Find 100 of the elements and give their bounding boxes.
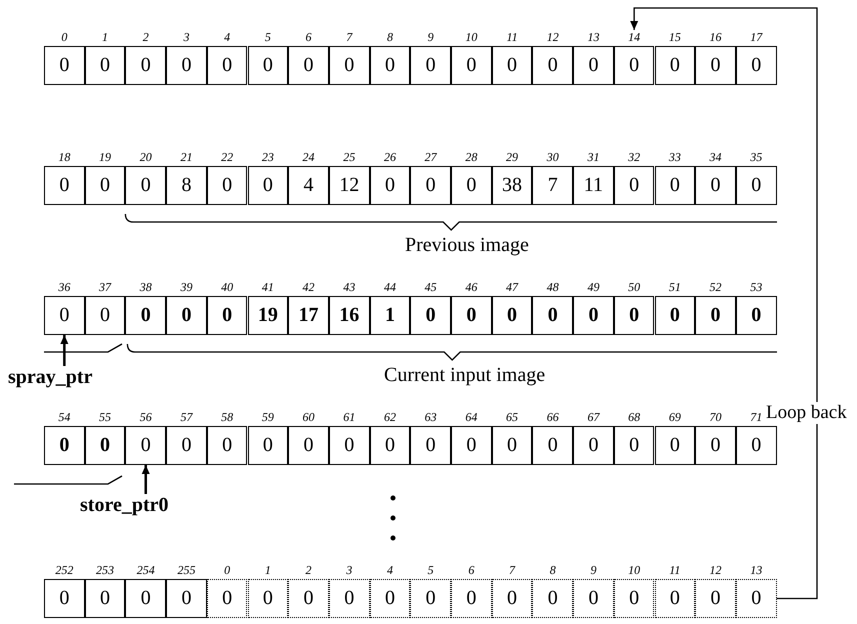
cell-index: 33 [668, 150, 682, 164]
cell-index: 24 [302, 150, 316, 164]
cell-index: 17 [749, 30, 764, 44]
cell-index: 22 [220, 150, 234, 164]
cell-index: 68 [627, 410, 642, 424]
memory-cell: 0 [695, 166, 736, 205]
memory-cell: 0 [410, 46, 451, 85]
cell-index: 12 [546, 30, 560, 44]
cell-index: 4 [223, 30, 232, 44]
cell-index: 11 [505, 30, 519, 44]
cell-index: 5 [264, 30, 272, 44]
memory-cell: 0 [654, 296, 696, 335]
memory-cell: 0 [44, 166, 85, 205]
memory-cell: 1 [370, 296, 410, 335]
cell-index: 18 [57, 150, 72, 164]
memory-cell: 0 [288, 46, 329, 85]
memory-cell: 0 [370, 46, 410, 85]
memory-cell: 0 [248, 426, 288, 465]
cell-index: 51 [668, 280, 682, 294]
memory-cell: 0 [451, 46, 492, 85]
bracket-label: Current input image [384, 364, 546, 387]
memory-cell: 11 [573, 166, 614, 205]
memory-cell: 19 [248, 296, 288, 335]
cell-index: 32 [627, 150, 642, 164]
memory-cell: 16 [328, 296, 370, 335]
memory-cell: 0 [695, 46, 736, 85]
cell-index: 55 [98, 410, 112, 424]
bracket-label: Previous image [405, 234, 529, 257]
cell-index: 40 [220, 280, 234, 294]
cell-index: 16 [708, 30, 723, 44]
memory-cell: 0 [206, 579, 248, 618]
memory-cell: 0 [125, 166, 166, 205]
cell-index: 50 [627, 280, 642, 294]
memory-cell: 0 [654, 579, 696, 618]
arrow [630, 7, 818, 600]
cell-index: 10 [627, 563, 642, 577]
memory-cell: 0 [614, 46, 654, 85]
memory-cell: 0 [44, 46, 85, 85]
memory-cell: 0 [736, 579, 777, 618]
memory-cell: 0 [410, 579, 451, 618]
cell-index: 7 [508, 563, 516, 577]
cell-index: 52 [708, 280, 723, 294]
memory-cell: 0 [44, 579, 85, 618]
memory-cell: 0 [410, 296, 451, 335]
cell-index: 4 [386, 563, 394, 577]
memory-cell: 0 [614, 166, 654, 205]
memory-cell: 38 [492, 166, 532, 205]
cell-index: 64 [464, 410, 478, 424]
cell-index: 48 [546, 280, 560, 294]
memory-cell: 0 [736, 296, 777, 335]
memory-cell: 0 [166, 579, 207, 618]
cell-index: 53 [749, 280, 764, 294]
cell-index: 7 [345, 30, 354, 44]
memory-cell: 4 [288, 166, 329, 205]
memory-cell: 0 [288, 579, 329, 618]
memory-cell: 0 [44, 296, 85, 335]
memory-cell: 0 [695, 296, 736, 335]
cell-index: 15 [668, 30, 682, 44]
memory-cell: 0 [125, 426, 166, 465]
memory-cell: 0 [573, 579, 614, 618]
memory-cell: 0 [532, 46, 574, 85]
memory-cell: 0 [410, 166, 451, 205]
memory-cell: 0 [654, 166, 696, 205]
cell-index: 254 [136, 563, 156, 577]
cell-index: 3 [182, 30, 190, 44]
cell-index: 20 [138, 150, 153, 164]
cell-index: 38 [138, 280, 153, 294]
cell-index: 11 [668, 563, 682, 577]
cell-index: 62 [382, 410, 397, 424]
cell-index: 49 [586, 280, 600, 294]
cell-index: 9 [589, 563, 598, 577]
memory-cell: 0 [370, 579, 410, 618]
cell-index: 13 [749, 563, 764, 577]
memory-cell: 0 [736, 426, 777, 465]
cell-index: 43 [342, 280, 356, 294]
memory-cell: 0 [328, 579, 370, 618]
cell-index: 37 [98, 280, 112, 294]
cell-index: 12 [708, 563, 723, 577]
cell-index: 0 [60, 30, 68, 44]
memory-cell: 0 [206, 166, 248, 205]
memory-cell: 0 [654, 426, 696, 465]
cell-index: 47 [505, 280, 520, 294]
cell-index: 42 [302, 280, 316, 294]
memory-cell: 0 [125, 296, 166, 335]
memory-cell: 0 [125, 579, 166, 618]
cell-index: 60 [302, 410, 316, 424]
memory-cell: 0 [736, 46, 777, 85]
cell-index: 6 [467, 563, 476, 577]
memory-cell: 0 [532, 579, 574, 618]
memory-cell: 0 [370, 426, 410, 465]
cell-index: 34 [708, 150, 723, 164]
cell-index: 9 [426, 30, 435, 44]
memory-cell: 0 [736, 166, 777, 205]
cell-index: 252 [54, 563, 74, 577]
memory-cell: 0 [166, 46, 207, 85]
cell-index: 10 [464, 30, 478, 44]
memory-cell: 0 [654, 46, 696, 85]
memory-cell: 0 [695, 579, 736, 618]
cell-index: 255 [176, 563, 196, 577]
memory-cell: 0 [614, 426, 654, 465]
